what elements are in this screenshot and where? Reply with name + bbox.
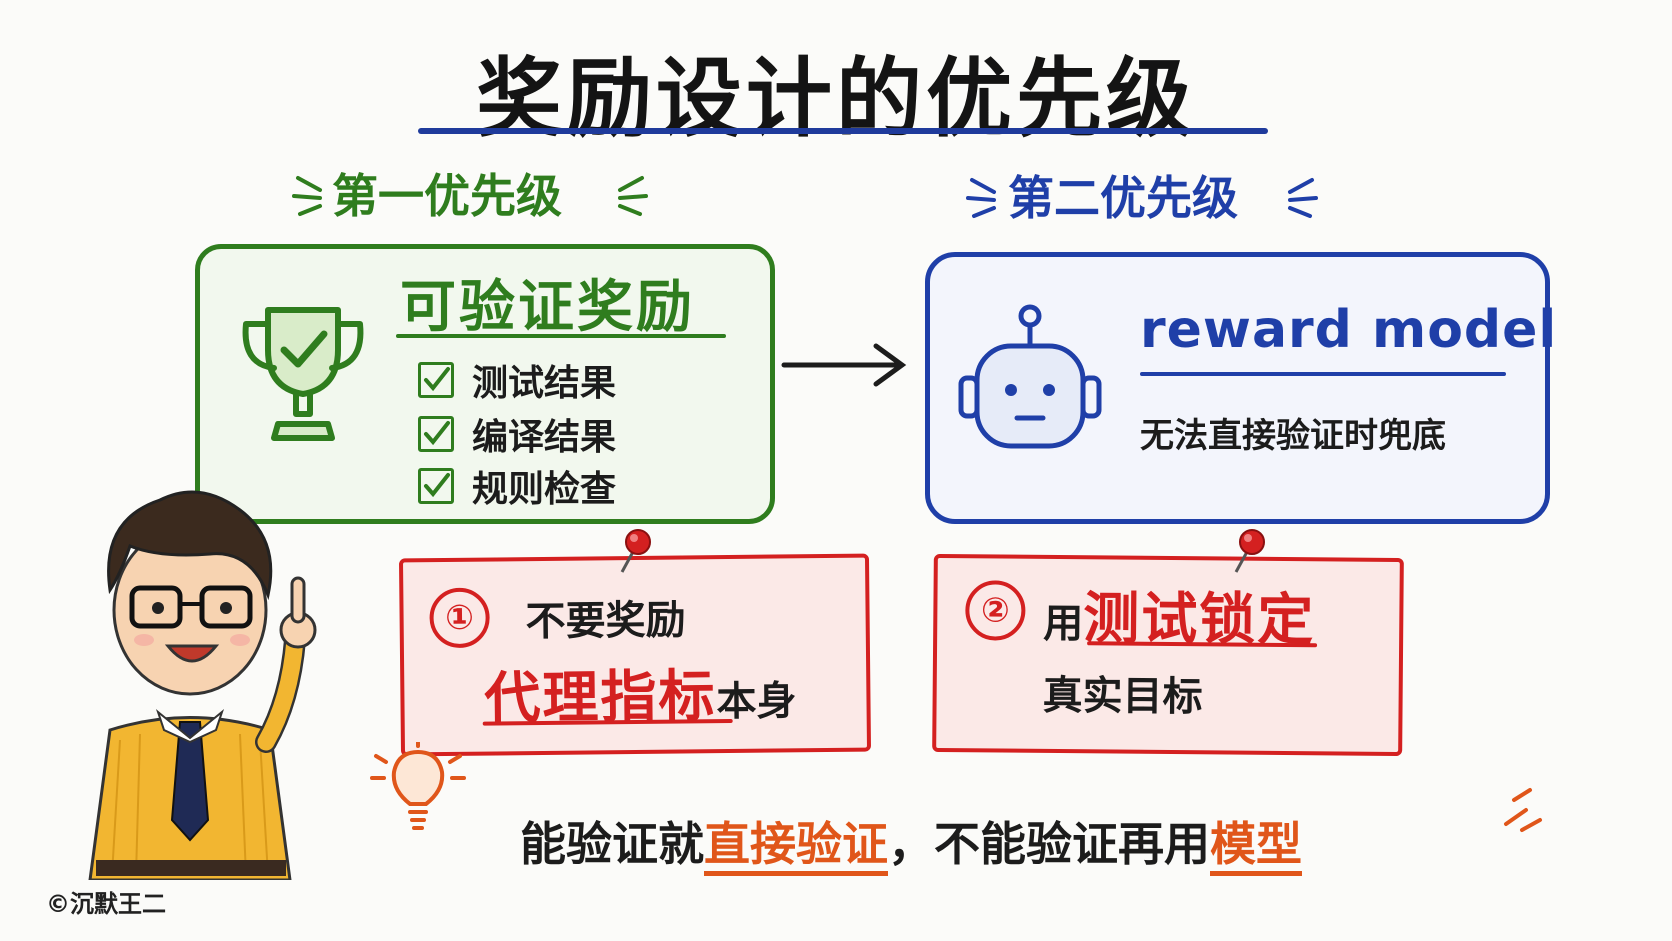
checkbox-icon xyxy=(418,468,454,504)
conclusion-part: 能验证就 xyxy=(520,817,704,871)
arrow-right-icon xyxy=(781,343,907,387)
checkbox-icon xyxy=(418,416,454,452)
number-badge: ① xyxy=(429,587,490,649)
conclusion-part: ，不能验证再用 xyxy=(888,817,1210,871)
reward-model-heading: reward model xyxy=(1140,300,1558,360)
note-text: 真实目标 xyxy=(1042,672,1203,721)
sparkle-icon xyxy=(1504,788,1542,832)
conclusion-highlight: 模型 xyxy=(1210,817,1302,876)
page-title: 奖励设计的优先级 xyxy=(476,49,1196,149)
heading-underline xyxy=(396,334,726,338)
conclusion-text: 能验证就直接验证，不能验证再用模型 xyxy=(520,808,1302,876)
reward-model-subtitle: 无法直接验证时兜底 xyxy=(1140,416,1446,456)
title-underline xyxy=(418,128,1268,134)
lightbulb-icon xyxy=(370,742,466,830)
list-item-label: 编译结果 xyxy=(472,417,617,458)
note-card: ① 不要奖励 代理指标本身 xyxy=(398,553,872,757)
verifiable-reward-heading: 可验证奖励 xyxy=(400,275,695,340)
sparkle-icon xyxy=(1288,178,1318,218)
list-item: 测试结果 xyxy=(418,354,616,406)
author-credit: ©沉默王二 xyxy=(46,890,166,918)
first-priority-label: 第一优先级 xyxy=(332,169,562,223)
note-card: ② 用测试锁定 真实目标 xyxy=(932,553,1404,757)
number-badge: ② xyxy=(965,580,1026,641)
sparkle-icon xyxy=(966,178,996,218)
character-illustration xyxy=(88,490,317,880)
pushpin-icon xyxy=(1234,529,1265,573)
list-item-label: 规则检查 xyxy=(472,469,617,510)
list-item: 编译结果 xyxy=(418,408,616,460)
conclusion-highlight: 直接验证 xyxy=(704,817,888,876)
note-text: 用 xyxy=(1043,600,1084,648)
trophy-icon xyxy=(242,307,364,441)
sparkle-icon xyxy=(618,176,648,216)
sparkle-icon xyxy=(292,176,322,216)
pushpin-icon xyxy=(620,529,651,573)
robot-icon xyxy=(958,304,1102,449)
list-item-label: 测试结果 xyxy=(472,363,617,404)
note-text: 不要奖励 xyxy=(525,597,686,646)
checkbox-icon xyxy=(418,362,454,398)
list-item: 规则检查 xyxy=(418,460,616,512)
heading-underline xyxy=(1140,372,1506,376)
second-priority-label: 第二优先级 xyxy=(1008,171,1238,225)
